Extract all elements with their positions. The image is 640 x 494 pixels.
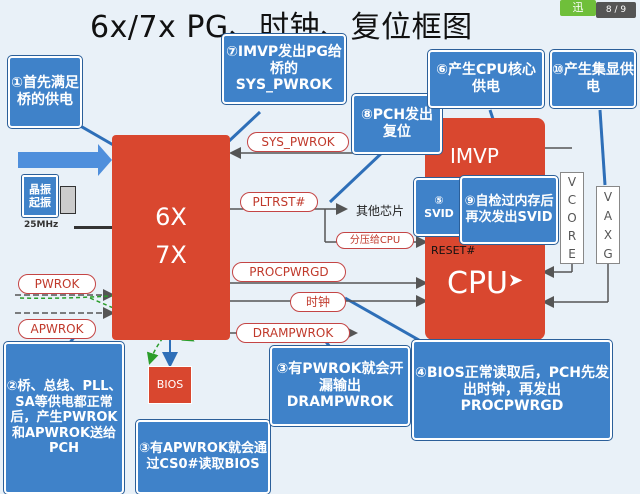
callout-5: ⑤	[434, 193, 444, 207]
vcore-letter: O	[567, 211, 577, 225]
crystal-label: 晶振起振	[22, 175, 58, 217]
vaxg-letter: A	[603, 208, 613, 223]
pch-label-6x: 6X	[155, 203, 187, 231]
label-other-chips: 其他芯片	[356, 204, 405, 218]
pch-label-7x: 7X	[155, 241, 187, 269]
callout-10: ⑩产生集显供电	[550, 50, 636, 108]
vaxg-letter: G	[603, 246, 613, 261]
bios-chip: BIOS	[148, 366, 192, 404]
callout-1: ①首先满足桥的供电	[8, 56, 82, 128]
vcore-letter: C	[567, 193, 577, 207]
signal-pltrst: PLTRST#	[240, 192, 318, 212]
signal-clock: 时钟	[290, 292, 346, 312]
svid-label: SVID	[424, 207, 454, 220]
c10-pointer	[598, 109, 607, 186]
callout-4: ④BIOS正常读取后，PCH先发出时钟，再发出PROCPWRGD	[412, 340, 612, 440]
c8-pointer	[328, 148, 387, 204]
pch-power-arrow	[18, 144, 112, 176]
callout-2: ②桥、总线、PLL、SA等供电都正常后，产生PWROK和APWROK送给PCH	[4, 342, 124, 494]
crystal-icon	[60, 186, 76, 214]
reset-label: RESET#	[431, 244, 476, 257]
brand-logo: 迅	[560, 0, 596, 16]
signal-drampwrok: DRAMPWROK	[236, 323, 350, 343]
crystal-freq: 25MHz	[24, 220, 59, 230]
crystal-lead	[74, 226, 112, 229]
pch-chip: 6X 7X	[112, 135, 230, 340]
svid-box: ⑤ SVID	[414, 178, 464, 236]
vcore-letter: E	[568, 247, 576, 261]
c7-pointer	[226, 110, 262, 144]
cpu-mouse-cursor: ➤	[508, 270, 524, 291]
signal-procpwrgd: PROCPWRGD	[232, 262, 346, 282]
vaxg-letter: X	[603, 227, 613, 242]
vcore-letter: V	[567, 175, 577, 189]
signal-divider-cpu: 分压给CPU	[336, 232, 414, 249]
vaxg-letter: V	[603, 189, 613, 204]
callout-7: ⑦IMVP发出PG给桥的SYS_PWROK	[222, 34, 346, 104]
signal-sys-pwrok: SYS_PWROK	[247, 132, 349, 152]
imvp-label: IMVP	[450, 144, 499, 168]
signal-apwrok: APWROK	[18, 319, 96, 339]
callout-9: ⑨自检过内存后再次发出SVID	[460, 176, 558, 244]
vaxg-rail: V A X G	[596, 186, 620, 264]
page-indicator: 8 / 9	[596, 2, 636, 18]
vcore-letter: R	[567, 229, 577, 243]
callout-3a: ③有PWROK就会开漏输出DRAMPWROK	[270, 346, 410, 426]
callout-6: ⑥产生CPU核心供电	[428, 50, 544, 108]
signal-pwrok: PWROK	[18, 274, 96, 294]
bios-label: BIOS	[156, 378, 184, 391]
callout-8: ⑧PCH发出复位	[352, 94, 442, 154]
cpu-label: CPU	[447, 266, 508, 301]
vcore-rail: V C O R E	[560, 172, 584, 264]
callout-3b: ③有APWROK就会通过CS0#读取BIOS	[136, 420, 270, 494]
